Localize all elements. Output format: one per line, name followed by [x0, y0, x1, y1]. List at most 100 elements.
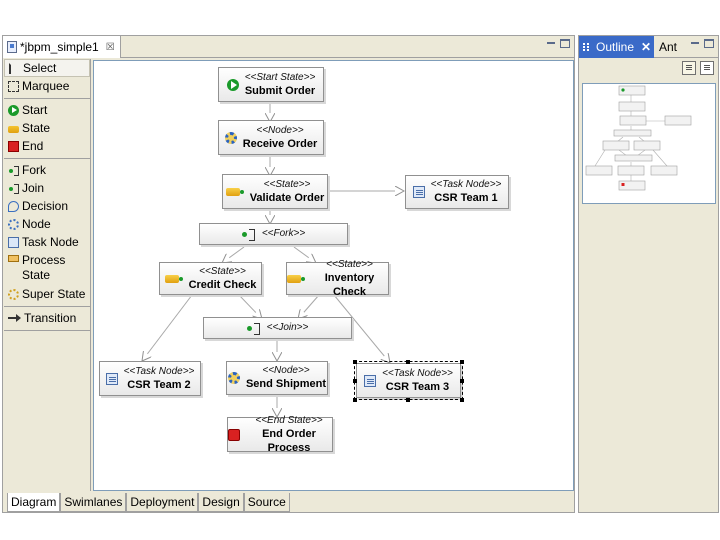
fork-icon — [8, 165, 19, 176]
palette-item-task-node[interactable]: Task Node — [4, 233, 90, 251]
node-validate-order[interactable]: <<State>> Validate Order — [222, 174, 328, 209]
node-stereotype: <<State>> — [263, 178, 311, 190]
selection-handle[interactable] — [406, 398, 410, 402]
gear-icon — [224, 131, 237, 144]
node-stereotype: <<Node>> — [262, 365, 310, 376]
tab-source[interactable]: Source — [243, 493, 290, 512]
selection-handle[interactable] — [406, 360, 410, 364]
state-icon — [164, 274, 183, 283]
select-icon — [9, 62, 20, 74]
task-node-icon — [105, 372, 118, 385]
tab-deployment[interactable]: Deployment — [126, 493, 199, 512]
node-name: CSR Team 3 — [385, 380, 450, 393]
palette-item-label: Fork — [22, 163, 46, 177]
tab-ant[interactable]: Ant — [659, 40, 678, 54]
maximize-icon[interactable] — [704, 39, 714, 48]
palette-separator — [4, 155, 90, 159]
minimize-icon[interactable] — [546, 39, 556, 48]
node-csr-team-3[interactable]: <<Task Node>> CSR Team 3 — [354, 361, 463, 400]
palette-item-label-line1: Process — [22, 253, 66, 267]
marquee-icon — [8, 80, 19, 92]
tab-swimlanes[interactable]: Swimlanes — [60, 493, 127, 512]
palette-item-join[interactable]: Join — [4, 179, 90, 197]
editor-tabbar: *jbpm_simple1 ☒ — [3, 36, 574, 58]
node-csr-team-1[interactable]: <<Task Node>> CSR Team 1 — [405, 175, 509, 209]
node-name: Submit Order — [244, 84, 316, 97]
node-inventory-check[interactable]: <<State>> Inventory Check — [286, 259, 389, 298]
fork-icon — [241, 228, 256, 241]
node-join[interactable]: <<Join>> — [203, 317, 352, 339]
state-icon — [287, 274, 305, 283]
palette-item-label: State — [22, 121, 51, 135]
start-icon — [8, 104, 19, 116]
decision-icon — [8, 200, 19, 212]
palette-item-end[interactable]: End — [4, 137, 90, 155]
palette-item-select[interactable]: Select — [4, 59, 90, 77]
minimize-icon[interactable] — [690, 39, 700, 48]
selection-handle[interactable] — [460, 360, 464, 364]
palette-item-label: Marquee — [22, 79, 70, 93]
node-stereotype: <<Fork>> — [261, 228, 306, 239]
palette-item-fork[interactable]: Fork — [4, 161, 90, 179]
palette: Select Marquee Start State End Fork Join — [4, 59, 91, 491]
palette-item-decision[interactable]: Decision — [4, 197, 90, 215]
palette-item-label: Start — [22, 103, 48, 117]
node-name: Validate Order — [249, 191, 325, 204]
outline-window-controls — [690, 39, 714, 48]
node-fork[interactable]: <<Fork>> — [199, 223, 348, 245]
outline-minimap[interactable] — [582, 83, 716, 204]
node-credit-check[interactable]: <<State>> Credit Check — [159, 262, 262, 295]
transition-fork-inventory — [293, 246, 316, 263]
editor-window-controls — [546, 39, 570, 48]
editor-tab[interactable]: *jbpm_simple1 ☒ — [3, 36, 121, 58]
editor-tab-title: *jbpm_simple1 — [20, 40, 99, 54]
join-icon — [246, 322, 261, 335]
selection-handle[interactable] — [353, 379, 357, 383]
task-node-icon — [364, 374, 377, 387]
close-tab-icon[interactable]: ☒ — [105, 41, 115, 53]
palette-item-node[interactable]: Node — [4, 215, 90, 233]
tree-view-icon[interactable] — [700, 61, 714, 75]
palette-item-super-state[interactable]: Super State — [4, 285, 90, 303]
tab-design[interactable]: Design — [198, 493, 244, 512]
palette-item-label: End — [22, 139, 44, 153]
node-name: Send Shipment — [245, 378, 327, 390]
state-icon — [225, 187, 244, 196]
overview-icon[interactable] — [682, 61, 696, 75]
outline-icon — [583, 42, 593, 52]
node-stereotype: <<End State>> — [255, 414, 323, 426]
palette-item-state[interactable]: State — [4, 119, 90, 137]
process-state-icon — [8, 255, 19, 262]
diagram-canvas[interactable]: <<Start State>> Submit Order <<Node>> Re… — [93, 60, 574, 491]
palette-item-transition[interactable]: Transition — [4, 309, 90, 327]
node-end-order-process[interactable]: <<End State>> End Order Process — [227, 414, 333, 454]
tab-outline[interactable]: Outline ✕ — [579, 36, 654, 58]
palette-item-label: Decision — [22, 199, 69, 213]
node-stereotype: <<State>> — [199, 265, 246, 277]
selection-handle[interactable] — [353, 360, 357, 364]
tab-diagram[interactable]: Diagram — [7, 493, 61, 512]
node-send-shipment[interactable]: <<Node>> Send Shipment — [226, 361, 328, 395]
selection-handle[interactable] — [460, 379, 464, 383]
node-receive-order[interactable]: <<Node>> Receive Order — [218, 120, 324, 155]
transition-fork-credit — [222, 246, 245, 263]
end-state-icon — [228, 428, 240, 441]
outline-tabbar: Outline ✕ Ant — [579, 36, 718, 58]
node-stereotype: <<Task Node>> — [382, 367, 453, 379]
palette-item-start[interactable]: Start — [4, 101, 90, 119]
node-submit-order[interactable]: <<Start State>> Submit Order — [218, 67, 324, 102]
editor-bottom-tabs: Diagram Swimlanes Deployment Design Sour… — [7, 493, 290, 513]
palette-item-label: Join — [22, 181, 45, 195]
selection-handle[interactable] — [353, 398, 357, 402]
state-icon — [8, 125, 19, 133]
minimap-drawing — [585, 85, 692, 191]
selection-handle[interactable] — [460, 398, 464, 402]
palette-item-marquee[interactable]: Marquee — [4, 77, 90, 95]
palette-item-label: Super State — [22, 287, 86, 301]
maximize-icon[interactable] — [560, 39, 570, 48]
node-csr-team-2[interactable]: <<Task Node>> CSR Team 2 — [99, 361, 201, 396]
close-outline-icon[interactable]: ✕ — [641, 40, 652, 54]
outline-panel: Outline ✕ Ant — [578, 35, 719, 513]
